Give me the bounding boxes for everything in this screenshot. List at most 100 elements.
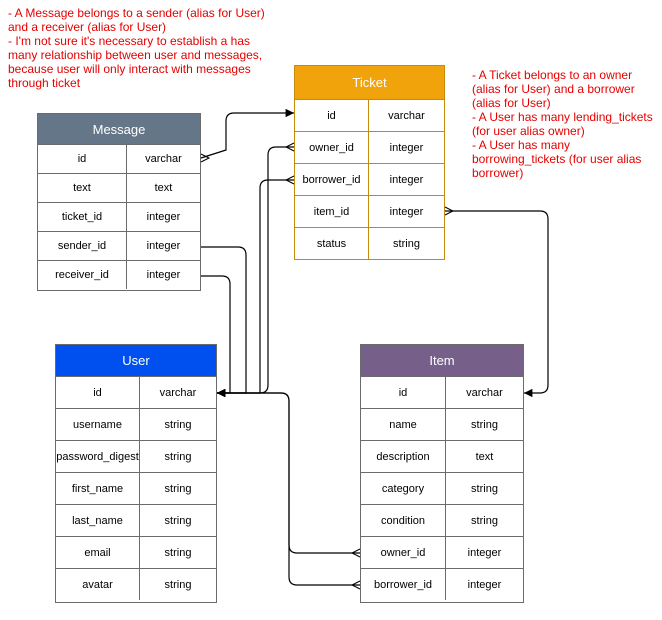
- table-row: text text: [38, 173, 200, 202]
- item-table-header: Item: [361, 345, 523, 376]
- connector-ticket-borrower-user: [217, 179, 294, 398]
- column-type: varchar: [388, 109, 425, 122]
- table-row: email string: [56, 536, 216, 568]
- message-table[interactable]: Message id varchar text text ticket_id i…: [37, 113, 201, 291]
- note-line: borrower): [472, 166, 524, 180]
- column-type: varchar: [145, 153, 182, 165]
- column-name: item_id: [295, 196, 369, 227]
- table-row: username string: [56, 408, 216, 440]
- column-type: varchar: [159, 386, 197, 399]
- column-type: text: [475, 450, 494, 463]
- column-type: integer: [389, 173, 424, 186]
- ticket-note: - A Ticket belongs to an owner (alias fo…: [472, 68, 653, 180]
- column-name: username: [56, 409, 140, 440]
- column-name: last_name: [56, 505, 140, 536]
- column-type: string: [164, 450, 192, 463]
- user-table-header: User: [56, 345, 216, 376]
- column-name: status: [295, 228, 369, 259]
- ticket-table-header: Ticket: [295, 66, 444, 99]
- column-type: string: [164, 418, 192, 431]
- table-row: owner_id integer: [295, 131, 444, 163]
- column-name: borrower_id: [361, 569, 446, 600]
- note-line: and a receiver (alias for User): [8, 20, 167, 34]
- table-row: status string: [295, 227, 444, 259]
- connector-item-owner-user: [217, 388, 360, 554]
- connector-item-borrower-user: [217, 388, 360, 586]
- column-type: string: [164, 546, 192, 559]
- column-name: id: [56, 377, 140, 408]
- table-row: id varchar: [56, 376, 216, 408]
- table-row: password_digest string: [56, 440, 216, 472]
- message-table-header: Message: [38, 114, 200, 144]
- column-name: description: [361, 441, 446, 472]
- user-table[interactable]: User id varchar username string password…: [55, 344, 217, 603]
- column-name: receiver_id: [38, 261, 127, 289]
- note-line: (for user alias owner): [472, 124, 585, 138]
- table-row: sender_id integer: [38, 231, 200, 260]
- ticket-table[interactable]: Ticket id varchar owner_id integer borro…: [294, 65, 445, 260]
- column-type: text: [154, 182, 173, 194]
- crowfoot-marker: [350, 580, 361, 590]
- column-type: integer: [389, 141, 424, 154]
- table-row: borrower_id integer: [295, 163, 444, 195]
- column-type: integer: [146, 240, 181, 252]
- item-table[interactable]: Item id varchar name string description …: [360, 344, 524, 603]
- table-row: receiver_id integer: [38, 260, 200, 289]
- table-row: id varchar: [361, 376, 523, 408]
- table-row: id varchar: [295, 99, 444, 131]
- column-name: avatar: [56, 569, 140, 600]
- table-row: description text: [361, 440, 523, 472]
- note-line: because user will only interact with mes…: [8, 62, 251, 76]
- note-line: - A User has many: [472, 138, 571, 152]
- column-name: ticket_id: [38, 203, 127, 231]
- column-name: category: [361, 473, 446, 504]
- column-type: integer: [146, 269, 181, 281]
- column-type: string: [164, 578, 192, 591]
- crowfoot-marker: [284, 142, 295, 152]
- column-type: string: [164, 482, 192, 495]
- table-row: avatar string: [56, 568, 216, 600]
- column-type: string: [393, 237, 420, 250]
- table-row: ticket_id integer: [38, 202, 200, 231]
- table-row: borrower_id integer: [361, 568, 523, 600]
- column-name: id: [361, 377, 446, 408]
- crowfoot-marker: [284, 175, 295, 185]
- note-line: many relationship between user and messa…: [8, 48, 263, 62]
- column-name: first_name: [56, 473, 140, 504]
- column-type: integer: [467, 578, 502, 591]
- note-line: - A Ticket belongs to an owner: [472, 68, 633, 82]
- column-type: integer: [389, 205, 424, 218]
- message-note: - A Message belongs to a sender (alias f…: [8, 6, 265, 90]
- column-name: owner_id: [295, 132, 369, 163]
- crowfoot-marker: [350, 548, 361, 558]
- column-name: id: [295, 100, 369, 131]
- column-type: string: [164, 514, 192, 527]
- column-type: integer: [146, 211, 181, 223]
- column-type: varchar: [466, 386, 503, 399]
- table-row: last_name string: [56, 504, 216, 536]
- column-name: password_digest: [56, 441, 140, 472]
- table-row: condition string: [361, 504, 523, 536]
- note-line: - A Message belongs to a sender (alias f…: [8, 6, 265, 20]
- connector-ticket-owner-user: [217, 146, 294, 398]
- column-type: integer: [467, 546, 502, 559]
- note-line: - A User has many lending_tickets: [472, 110, 653, 124]
- table-row: name string: [361, 408, 523, 440]
- note-line: borrowing_tickets (for user alias: [472, 152, 642, 166]
- column-name: email: [56, 537, 140, 568]
- note-line: - I'm not sure it's necessary to establi…: [8, 34, 251, 48]
- crowfoot-marker: [444, 206, 455, 216]
- table-row: owner_id integer: [361, 536, 523, 568]
- table-row: id varchar: [38, 144, 200, 173]
- column-name: text: [38, 174, 127, 202]
- column-name: name: [361, 409, 446, 440]
- note-line: (alias for User): [472, 96, 551, 110]
- column-name: owner_id: [361, 537, 446, 568]
- crowfoot-marker: [200, 153, 211, 163]
- column-type: string: [471, 418, 498, 431]
- column-name: sender_id: [38, 232, 127, 260]
- column-name: borrower_id: [295, 164, 369, 195]
- note-line: through ticket: [8, 76, 81, 90]
- column-name: condition: [361, 505, 446, 536]
- table-row: category string: [361, 472, 523, 504]
